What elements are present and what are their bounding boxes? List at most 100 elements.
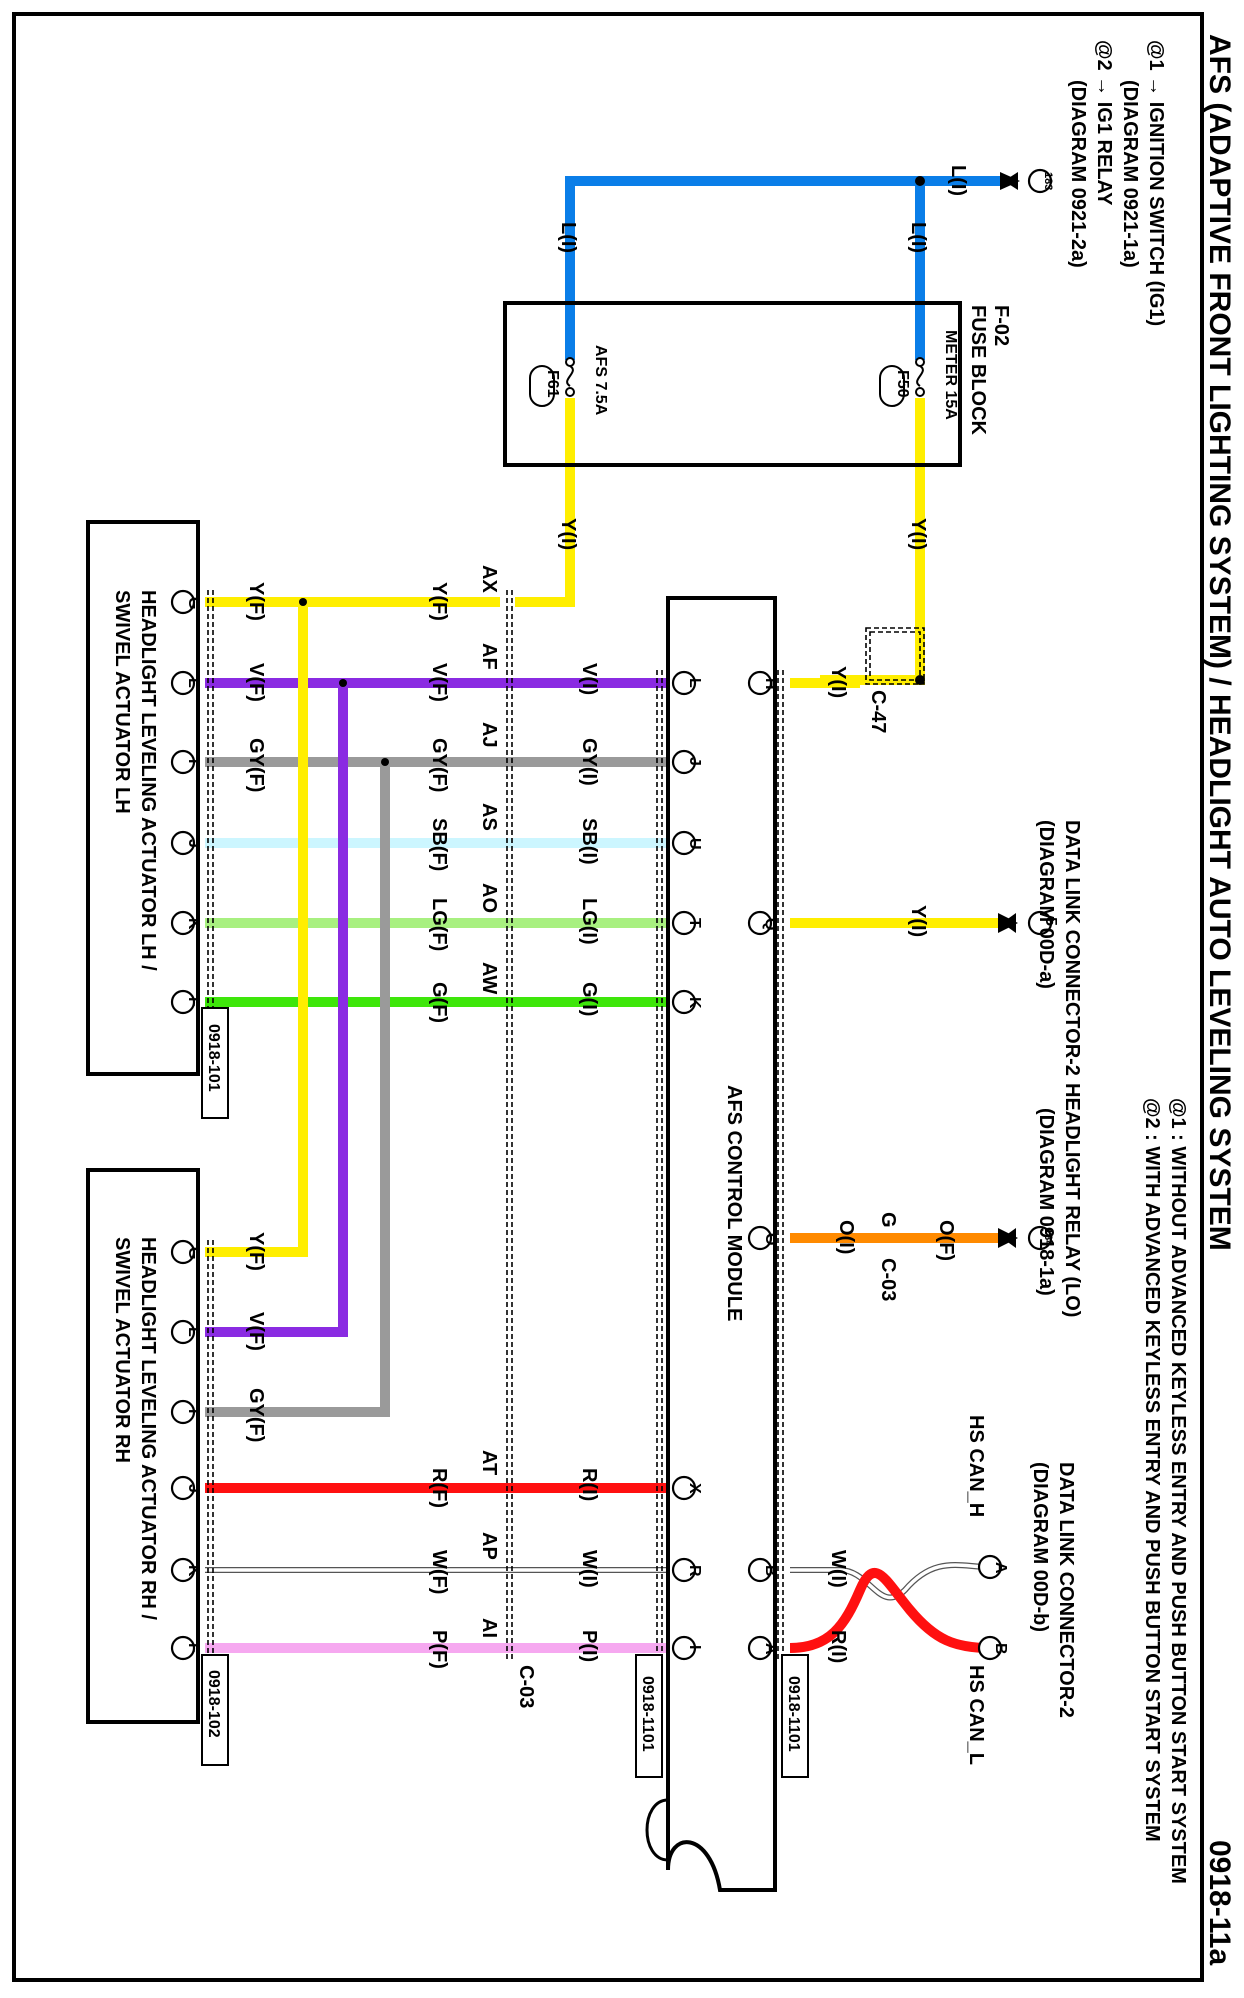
left-wire-0-code: AF bbox=[478, 643, 500, 670]
module-pin-h-label: H bbox=[762, 678, 779, 690]
can-l-label: HS CAN_L bbox=[965, 1665, 987, 1765]
arrow-5 bbox=[998, 913, 1018, 933]
connector-c03-mid: C-03 bbox=[877, 1258, 899, 1301]
wire-label-y-meter: Y(I) bbox=[907, 518, 929, 550]
yellow-code-label: AX bbox=[478, 565, 500, 593]
tag-box-lh bbox=[201, 1007, 229, 1119]
left-wire-1-act-pin: I bbox=[185, 759, 202, 763]
rh-pin-i bbox=[170, 1399, 196, 1425]
module-tag-top: 0918-1101 bbox=[785, 1676, 802, 1752]
left-wire-3-mod-pin: T bbox=[686, 918, 703, 928]
right-wire-2-code: AI bbox=[478, 1618, 500, 1638]
actuator-rh-box bbox=[86, 1168, 200, 1724]
module-pin-o-label: O bbox=[762, 1233, 779, 1245]
text-layer: AFS (ADAPTIVE FRONT LIGHTING SYSTEM) / H… bbox=[111, 34, 1236, 1965]
right-wire-1-mod-pin: R bbox=[686, 1565, 703, 1577]
actuator-lh-tag: 0918-101 bbox=[205, 1024, 222, 1092]
left-wire-4-cm: G(I) bbox=[578, 982, 600, 1016]
left-wire-1-mod-pin: J bbox=[686, 757, 703, 766]
ref-5: 5 bbox=[1042, 917, 1059, 926]
dlc2-pin-a-label: A bbox=[992, 1562, 1009, 1574]
left-wire-0-cm: V(I) bbox=[578, 663, 600, 695]
right-wire-2-mod-pin: I bbox=[686, 1645, 703, 1649]
rh-label-gy: GY(F) bbox=[245, 1388, 267, 1442]
right-wire-1-mid: W(F) bbox=[428, 1550, 450, 1594]
tag-box-module-top bbox=[781, 1654, 809, 1778]
left-wire-3-act-pin: K bbox=[185, 918, 202, 930]
source-note-1: @1 → IGNITION SWITCH (IG1) bbox=[1145, 40, 1167, 326]
module-pin-q-label: Q bbox=[762, 918, 779, 930]
source-note-4: (DIAGRAM 0921-2a) bbox=[1067, 80, 1089, 268]
wire-can-white-inner bbox=[790, 1563, 991, 1600]
fuse-meter-label: METER 15A bbox=[942, 330, 959, 420]
rh-pin-k bbox=[170, 1557, 196, 1583]
wire-label-g-mid: G bbox=[877, 1212, 899, 1228]
splice-blue bbox=[915, 176, 925, 186]
rh-label-v: V(F) bbox=[245, 1312, 267, 1351]
dlc2-diagram: (DIAGRAM 00D-b) bbox=[1029, 1462, 1051, 1632]
left-wire-2-mid: SB(F) bbox=[428, 818, 450, 871]
right-wire-2-mid: P(F) bbox=[428, 1630, 450, 1669]
fuse-pin-f61-tag bbox=[529, 365, 555, 407]
dlc2-pin-a bbox=[977, 1554, 1003, 1580]
actuator-rh-line2: SWIVEL ACTUATOR RH bbox=[111, 1237, 133, 1463]
dlc2-pin-b-label: B bbox=[992, 1643, 1009, 1655]
lh-pin-f bbox=[170, 989, 196, 1015]
connector-c03-right: C-03 bbox=[515, 1665, 537, 1708]
right-wire-2-cm: P(I) bbox=[578, 1630, 600, 1662]
header-note-1: @1 : WITHOUT ADVANCED KEYLESS ENTRY AND … bbox=[1167, 1098, 1189, 1884]
left-wire-2-code: AS bbox=[478, 803, 500, 831]
wire-label-r-a: R(I) bbox=[827, 1630, 849, 1663]
wire-label-o-top: O(F) bbox=[935, 1220, 957, 1261]
splice-gray-branch bbox=[381, 758, 389, 766]
fuse-block-name: FUSE BLOCK bbox=[967, 305, 989, 436]
module-pin-t bbox=[671, 910, 697, 936]
lh-pin-k bbox=[170, 910, 196, 936]
left-wire-1-mid: GY(F) bbox=[428, 738, 450, 792]
rh-pin-g bbox=[170, 1239, 196, 1265]
module-pin-u bbox=[671, 830, 697, 856]
rh-pin-l-label: L bbox=[185, 1327, 202, 1337]
lh-pin-g bbox=[170, 589, 196, 615]
module-pin-j bbox=[671, 749, 697, 775]
right-wire-1-code: AP bbox=[478, 1532, 500, 1560]
wire-yellow-meter bbox=[820, 398, 925, 685]
left-wire-1-code: AJ bbox=[478, 722, 500, 748]
wire-label-l-top: L(I) bbox=[947, 165, 969, 196]
rh-pin-f bbox=[170, 1635, 196, 1661]
left-wire-3-code: AO bbox=[478, 883, 500, 913]
module-pin-x bbox=[671, 1475, 697, 1501]
can-h-label: HS CAN_H bbox=[965, 1415, 987, 1517]
wire-label-y-afs: Y(I) bbox=[557, 518, 579, 550]
right-wire-2-act-pin: F bbox=[185, 1643, 202, 1653]
left-wire-4-mod-pin: K bbox=[686, 997, 703, 1009]
wire-yellow-branch-rh bbox=[205, 602, 308, 1257]
left-wire-0-mod-pin: L bbox=[686, 678, 703, 688]
module-pin-i bbox=[671, 1635, 697, 1661]
wire-label-w-b: W(I) bbox=[827, 1550, 849, 1588]
dlc-name: DATA LINK CONNECTOR-2 bbox=[1061, 820, 1083, 1076]
right-wire-1-act-pin: K bbox=[185, 1565, 202, 1577]
dlc-diagram: (DIAGRAM 00D-a) bbox=[1035, 820, 1057, 989]
ref-184: 184 bbox=[1042, 1228, 1054, 1247]
wire-label-y-h: Y(I) bbox=[827, 666, 849, 698]
module-pin-l bbox=[671, 670, 697, 696]
module-pin-q bbox=[747, 910, 773, 936]
wire-can-red bbox=[789, 1568, 991, 1653]
module-pin-a bbox=[747, 1635, 773, 1661]
splice-yellow-meter bbox=[915, 675, 925, 685]
right-wire-1-cm: W(I) bbox=[578, 1550, 600, 1588]
rh-pin-g-label: G bbox=[185, 1247, 202, 1259]
wire-label-l-vert: L(I) bbox=[907, 222, 929, 253]
source-note-2: (DIAGRAM 0921-1a) bbox=[1119, 80, 1141, 268]
module-pin-k bbox=[671, 989, 697, 1015]
left-wire-0-act-pin: L bbox=[185, 678, 202, 688]
module-pin-b-label: B bbox=[762, 1565, 779, 1577]
left-wire-0-mid: V(F) bbox=[428, 663, 450, 702]
fuse-meter-symbol bbox=[915, 357, 925, 397]
fuse-block-id: F-02 bbox=[990, 305, 1012, 346]
connector-c47-frame-inner bbox=[869, 631, 921, 681]
module-pin-r bbox=[671, 1557, 697, 1583]
lh-pin-l bbox=[170, 670, 196, 696]
splice-violet-branch bbox=[339, 679, 347, 687]
